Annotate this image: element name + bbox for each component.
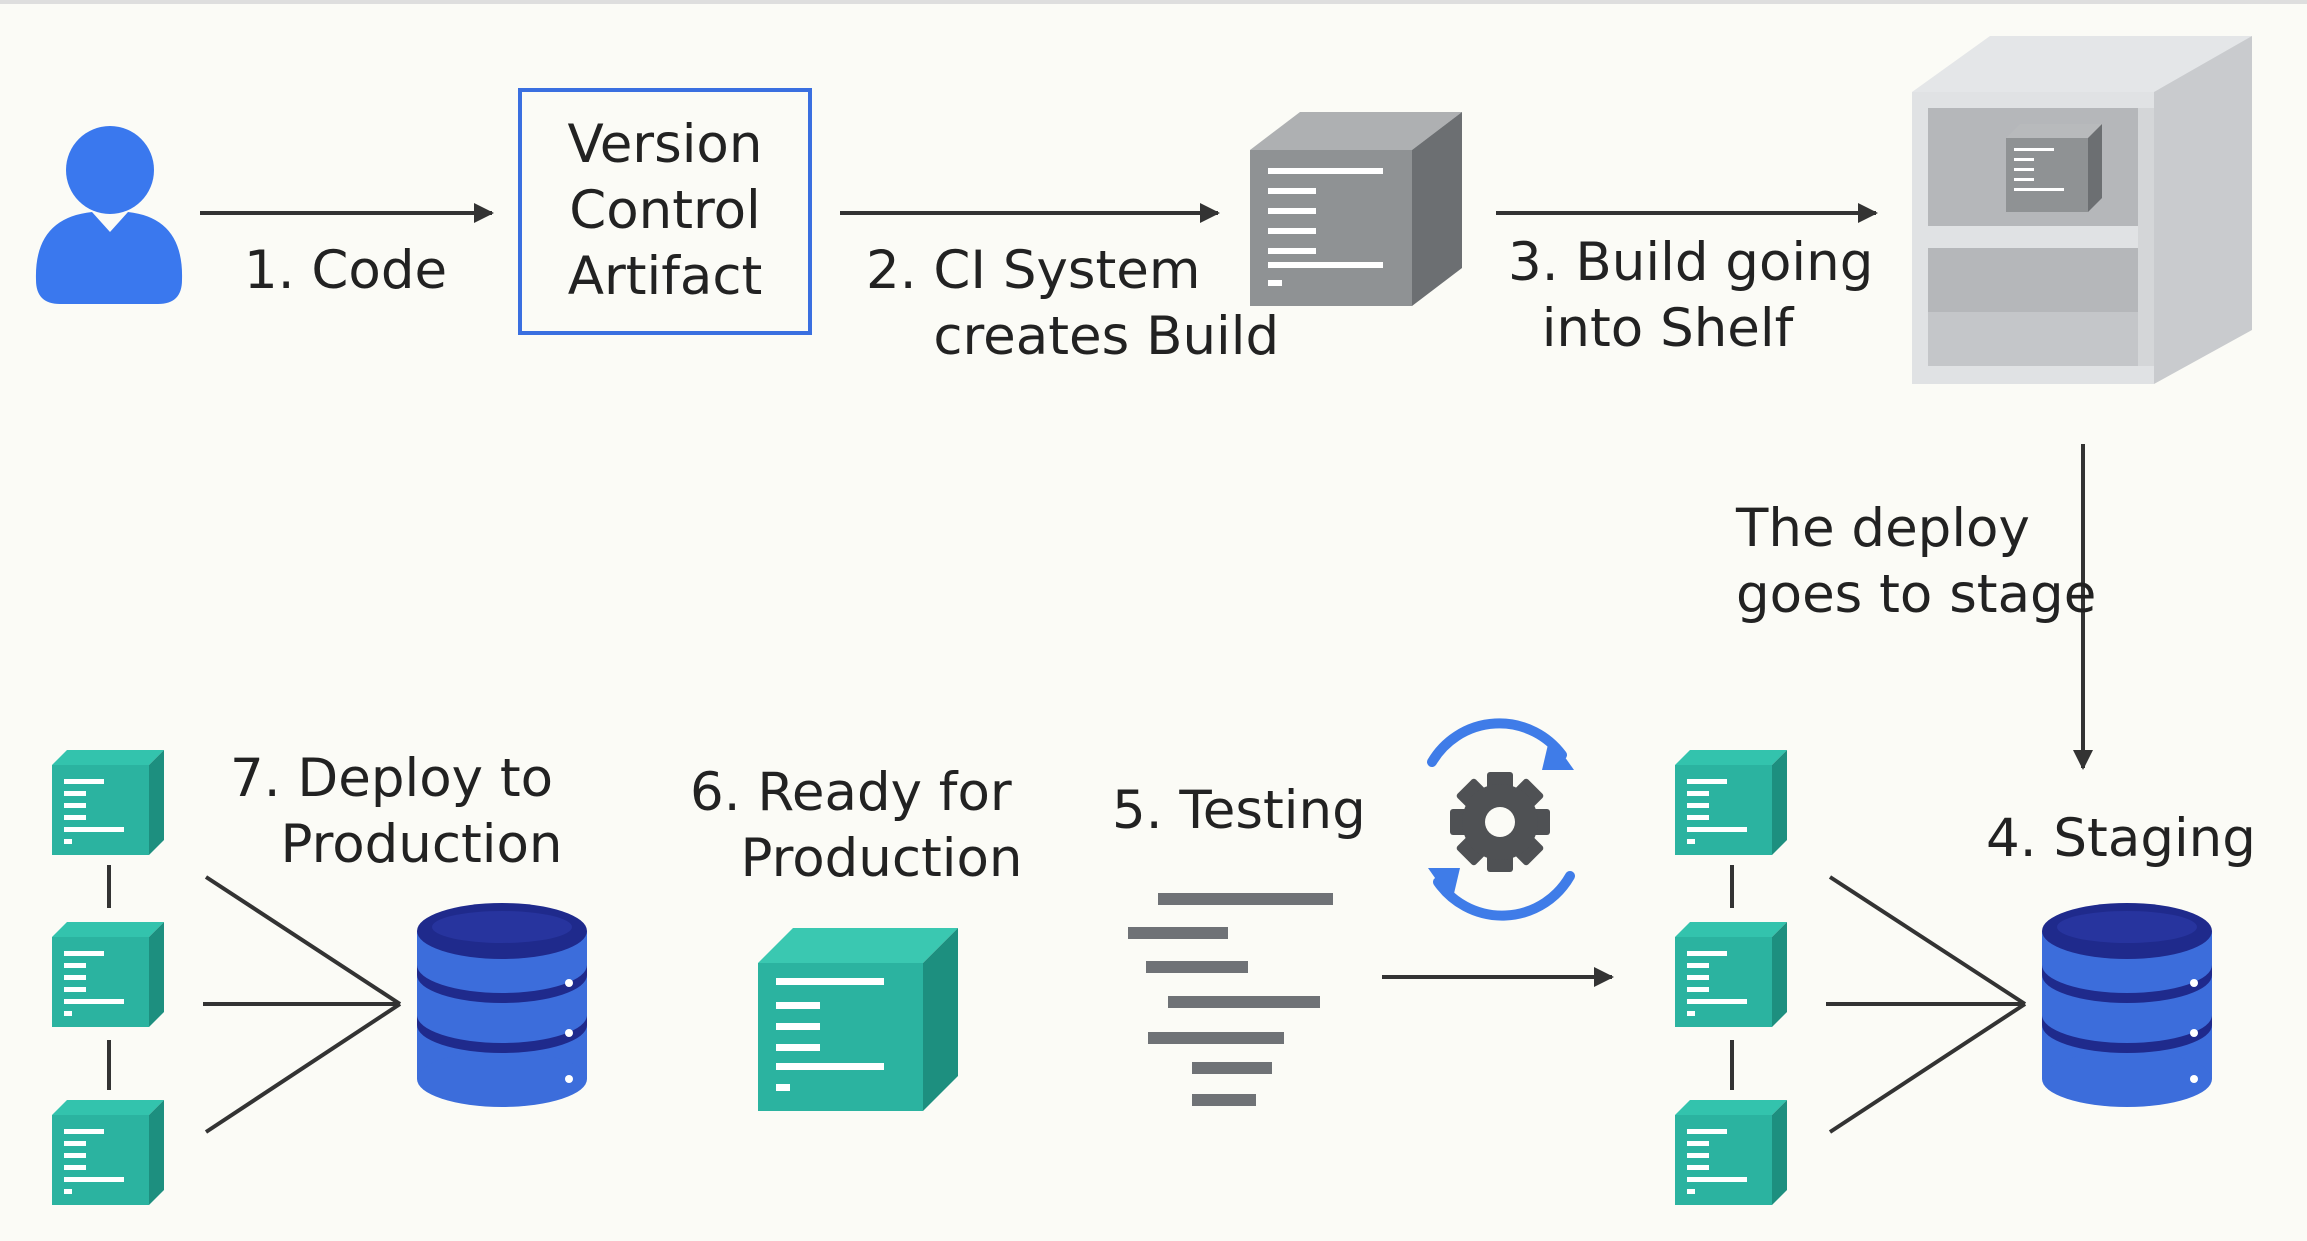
user-icon (35, 126, 183, 304)
staging-server-1 (1675, 750, 1787, 855)
production-server-1 (52, 750, 164, 855)
staging-server-2 (1675, 922, 1787, 1027)
staging-server-3 (1675, 1100, 1787, 1205)
version-control-label: Version Control Artifact (567, 114, 763, 307)
production-database-icon (417, 903, 587, 1107)
production-fan-lines (203, 875, 402, 1134)
staging-database-icon (2042, 903, 2212, 1107)
step-5-testing-label: 5. Testing (1112, 780, 1366, 841)
step-2-ci-label: 2. CI System creates Build (866, 240, 1280, 367)
cycle-arrow-heads (1428, 736, 1574, 902)
shelf-icon (1912, 36, 2252, 384)
production-server-3 (52, 1100, 164, 1205)
build-cube-icon (1250, 112, 1462, 306)
ready-build-icon (758, 928, 958, 1111)
step-7-deploy-label: 7. Deploy to Production (230, 748, 563, 875)
staging-fan-lines (1826, 875, 2027, 1134)
deploy-to-stage-label: The deploy goes to stage (1736, 498, 2097, 625)
step-3-shelf-label: 3. Build going into Shelf (1508, 232, 1874, 359)
production-server-2 (52, 922, 164, 1027)
step-1-code-label: 1. Code (244, 240, 448, 301)
test-bars-icon (1128, 893, 1333, 1106)
top-border (0, 0, 2307, 4)
step-6-ready-label: 6. Ready for Production (690, 762, 1023, 889)
step-4-staging-label: 4. Staging (1986, 808, 2256, 869)
version-control-box (518, 88, 812, 335)
gear-icon (1450, 772, 1550, 872)
